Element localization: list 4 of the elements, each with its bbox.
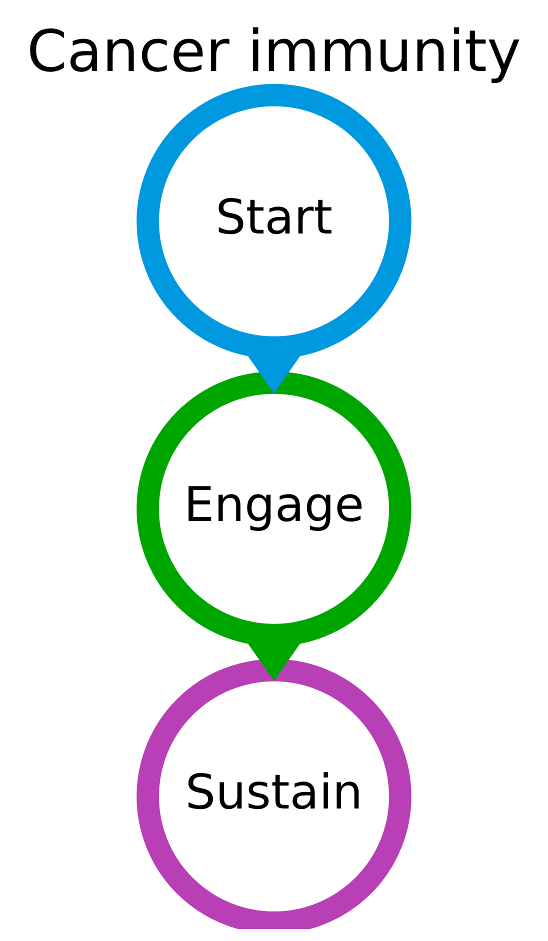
node-circle: Sustain <box>136 659 412 929</box>
diagram-title: Cancer immunity <box>26 18 522 85</box>
node-circle: Engage <box>136 371 412 646</box>
node-circle: Start <box>136 84 412 359</box>
